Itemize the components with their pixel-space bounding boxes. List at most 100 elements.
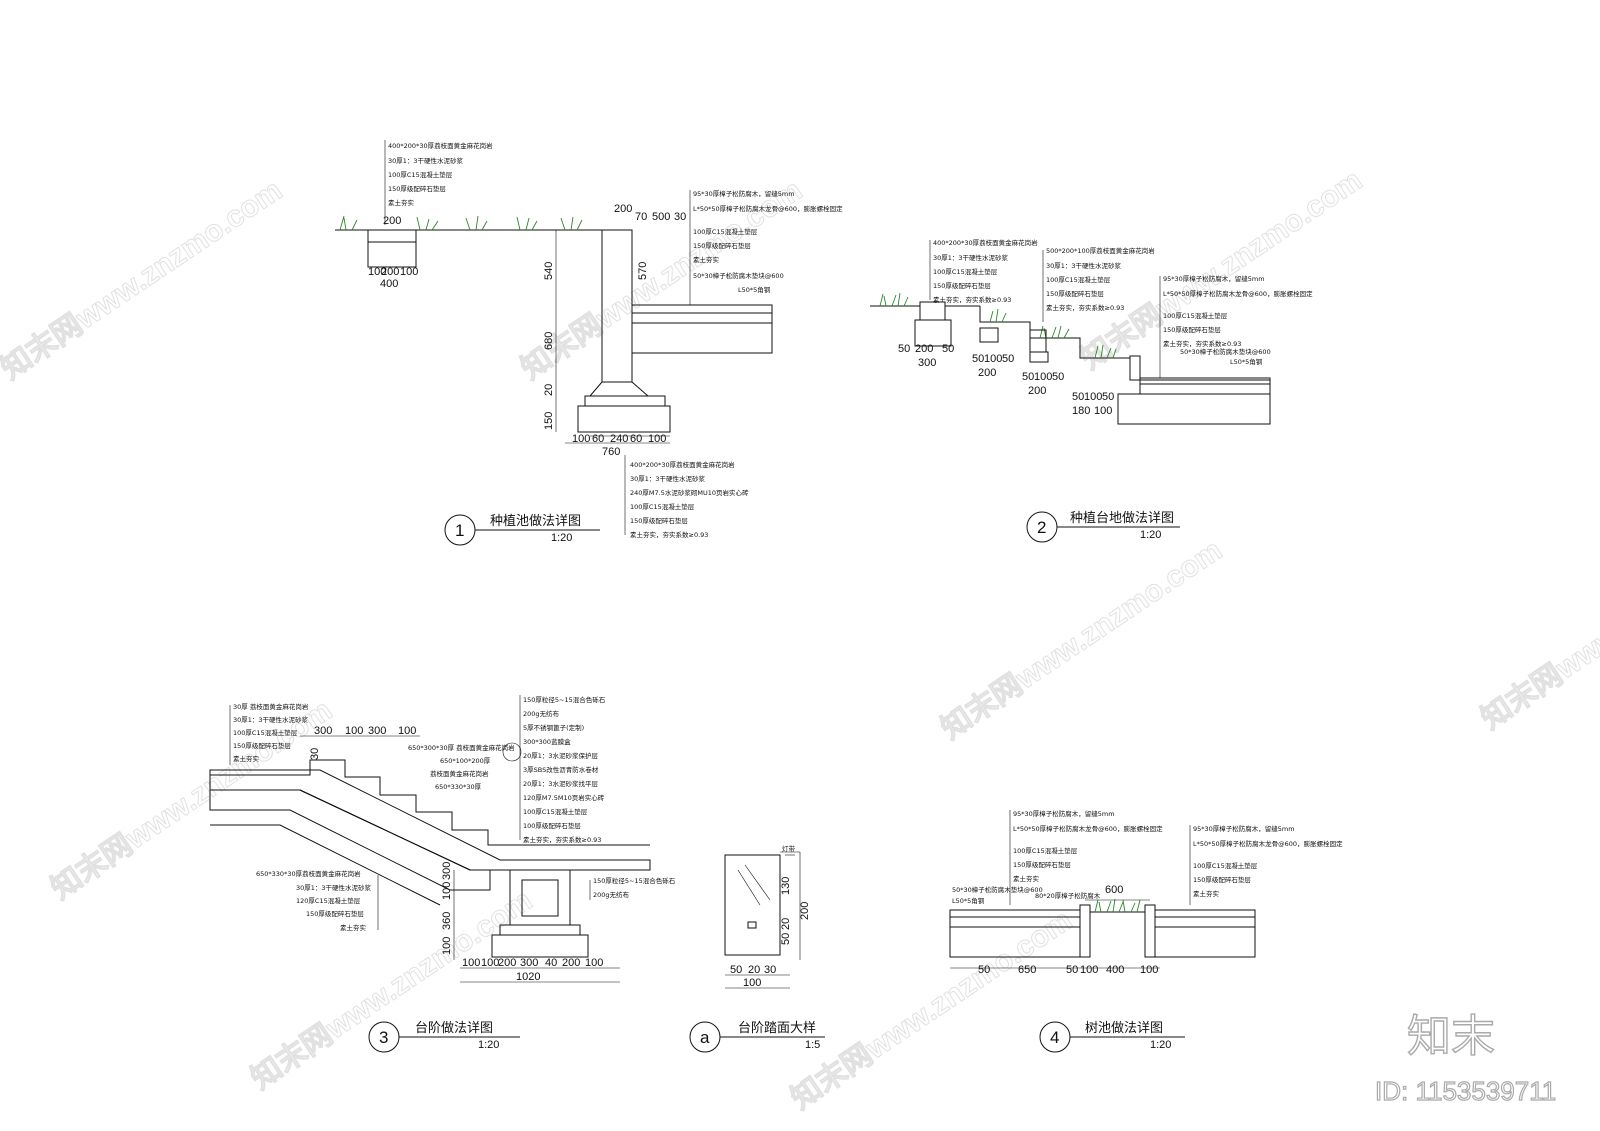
dimension: 400	[1106, 964, 1124, 976]
dimension: 30	[764, 964, 776, 976]
dimension: 540	[543, 262, 555, 280]
dimension: 680	[543, 332, 555, 350]
note: 400*200*30厚荔枝面黄金麻花岗岩	[388, 141, 493, 150]
detail-a-step-tread: 灯带 130 200 50 20 50 20 30 100 a 台阶踏面大样 1…	[689, 844, 825, 1053]
note: 30厚1：3干硬性水泥砂浆	[1046, 261, 1122, 270]
dimension: 20	[780, 918, 792, 930]
note: 素土夯实，夯实系数≥0.93	[933, 295, 1011, 304]
note: 100厚C15混凝土垫层	[933, 267, 998, 276]
note: L*50*50厚樟子松防腐木龙骨@600，膨胀螺栓固定	[1163, 289, 1313, 298]
note: 素土夯实，夯实系数≥0.93	[630, 530, 708, 539]
dimension: 180	[1072, 405, 1090, 417]
note: 650*300*30厚 荔枝面黄金麻花岗岩	[408, 743, 515, 752]
dimension: 100	[1080, 964, 1098, 976]
note: 素土夯实，夯实系数≥0.93	[1046, 303, 1124, 312]
note: 150厚级配碎石垫层	[630, 516, 688, 525]
dimension: 50	[730, 964, 742, 976]
note: 素土夯实	[1193, 889, 1220, 898]
detail-scale: 1:20	[551, 532, 572, 544]
dimension: 300	[368, 725, 386, 737]
note: 素土夯实	[1013, 874, 1040, 883]
note: 95*30厚樟子松防腐木，留缝5mm	[1163, 274, 1265, 283]
note: 素土夯实，夯实系数≥0.93	[523, 835, 601, 844]
note: 30厚1：3干硬性水泥砂浆	[630, 474, 706, 483]
detail-title: 种植台地做法详图	[1070, 511, 1174, 526]
dimension: 50	[780, 933, 792, 945]
watermark-text: 知末网www.znzmo.com	[245, 884, 538, 1096]
dimension: 100	[743, 977, 761, 989]
note: L50*5角钢	[952, 896, 985, 905]
note: 荔枝面黄金麻花岗岩	[430, 769, 489, 778]
note: 200g无纺布	[593, 890, 630, 899]
note: 150厚级配碎石垫层	[1163, 325, 1221, 334]
note: 100厚C15混凝土垫层	[693, 227, 758, 236]
note: 150厚级配碎石垫层	[693, 241, 751, 250]
dimension: 60	[592, 433, 604, 445]
dimension: 150	[543, 412, 555, 430]
note: 100厚C15混凝土垫层	[1193, 861, 1258, 870]
note: 100厚C15混凝土垫层	[1046, 275, 1111, 284]
note: L*50*50厚樟子松防腐木龙骨@600，膨胀螺栓固定	[1193, 839, 1343, 848]
dimension: 760	[602, 446, 620, 458]
note: 20厚1：3水泥砂浆找平层	[523, 779, 599, 788]
dimension: 100	[441, 937, 453, 955]
note: 150厚级配碎石垫层	[306, 909, 364, 918]
dimension: 1020	[516, 971, 540, 983]
dimension: 100	[984, 353, 1002, 365]
dimension: 100	[345, 725, 363, 737]
dimension: 100	[1084, 391, 1102, 403]
brand-block: 知末 ID: 1153539711	[1374, 1010, 1556, 1106]
dimension: 50	[1052, 371, 1064, 383]
note: 95*30厚樟子松防腐木，留缝5mm	[1013, 809, 1115, 818]
note: 150厚级配碎石垫层	[933, 281, 991, 290]
detail-4-tree-pool: 95*30厚樟子松防腐木，留缝5mm L*50*50厚樟子松防腐木龙骨@600，…	[949, 809, 1343, 1053]
dimension: 100	[481, 957, 499, 969]
note: 150厚粒径5~15混合色砾石	[593, 876, 676, 885]
dimension: 40	[545, 957, 557, 969]
dimension: 50	[1102, 391, 1114, 403]
dimension: 300	[520, 957, 538, 969]
note: 240厚M7.5水泥砂浆砌MU10页岩实心砖	[630, 488, 749, 497]
note: 150厚级配碎石垫层	[1193, 875, 1251, 884]
dimension: 50	[1066, 964, 1078, 976]
dimension: 100	[1140, 964, 1158, 976]
detail-title: 台阶踏面大样	[738, 1021, 816, 1036]
detail-title: 树池做法详图	[1085, 1021, 1163, 1036]
note: 素土夯实	[693, 255, 720, 264]
note: 素土夯实	[340, 923, 367, 932]
detail-scale: 1:5	[805, 1039, 820, 1051]
dimension: 100	[585, 957, 603, 969]
detail-title: 种植池做法详图	[490, 514, 581, 529]
note: 5厚不锈钢篦子(定制)	[523, 723, 584, 732]
dimension: 60	[630, 433, 642, 445]
detail-number: 1	[455, 521, 464, 540]
note: 20厚1：3水泥砂浆保护层	[523, 751, 599, 760]
note: 120厚C15混凝土垫层	[296, 896, 361, 905]
dimension: 300	[314, 725, 332, 737]
dimension: 100	[462, 957, 480, 969]
note: 150厚级配碎石垫层	[388, 184, 446, 193]
dimension: 300	[918, 357, 936, 369]
dimension: 100	[1034, 371, 1052, 383]
dimension: 50	[1072, 391, 1084, 403]
detail-3-steps: 30厚 荔枝面黄金麻花岗岩 30厚1：3干硬性水泥砂浆 100厚C15混凝土垫层…	[209, 695, 676, 1053]
dimension: 100	[368, 266, 386, 278]
note: 30厚 荔枝面黄金麻花岗岩	[233, 702, 309, 711]
note: 95*30厚樟子松防腐木，留缝5mm	[693, 189, 795, 198]
note: 80*20厚樟子松防腐木	[1035, 891, 1101, 900]
detail-2-planting-terrace: 400*200*30厚荔枝面黄金麻花岗岩 30厚1：3干硬性水泥砂浆 100厚C…	[870, 238, 1313, 543]
note: 120厚M7.5M10页岩实心砖	[523, 793, 605, 802]
dimension: 240	[610, 433, 628, 445]
note: L*50*50厚樟子松防腐木龙骨@600，膨胀螺栓固定	[693, 204, 843, 213]
note: 150厚级配碎石垫层	[1013, 860, 1071, 869]
note: 素土夯实	[388, 198, 415, 207]
note: 30厚1：3干硬性水泥砂浆	[388, 156, 464, 165]
note: 150厚级配碎石垫层	[1046, 289, 1104, 298]
dimension: 400	[380, 278, 398, 290]
note: 650*330*30厚	[435, 783, 482, 791]
dimension: 130	[780, 877, 792, 895]
note: 素土夯实	[233, 754, 260, 763]
note: 400*200*30厚荔枝面黄金麻花岗岩	[630, 460, 735, 469]
note: 灯带	[782, 844, 796, 853]
